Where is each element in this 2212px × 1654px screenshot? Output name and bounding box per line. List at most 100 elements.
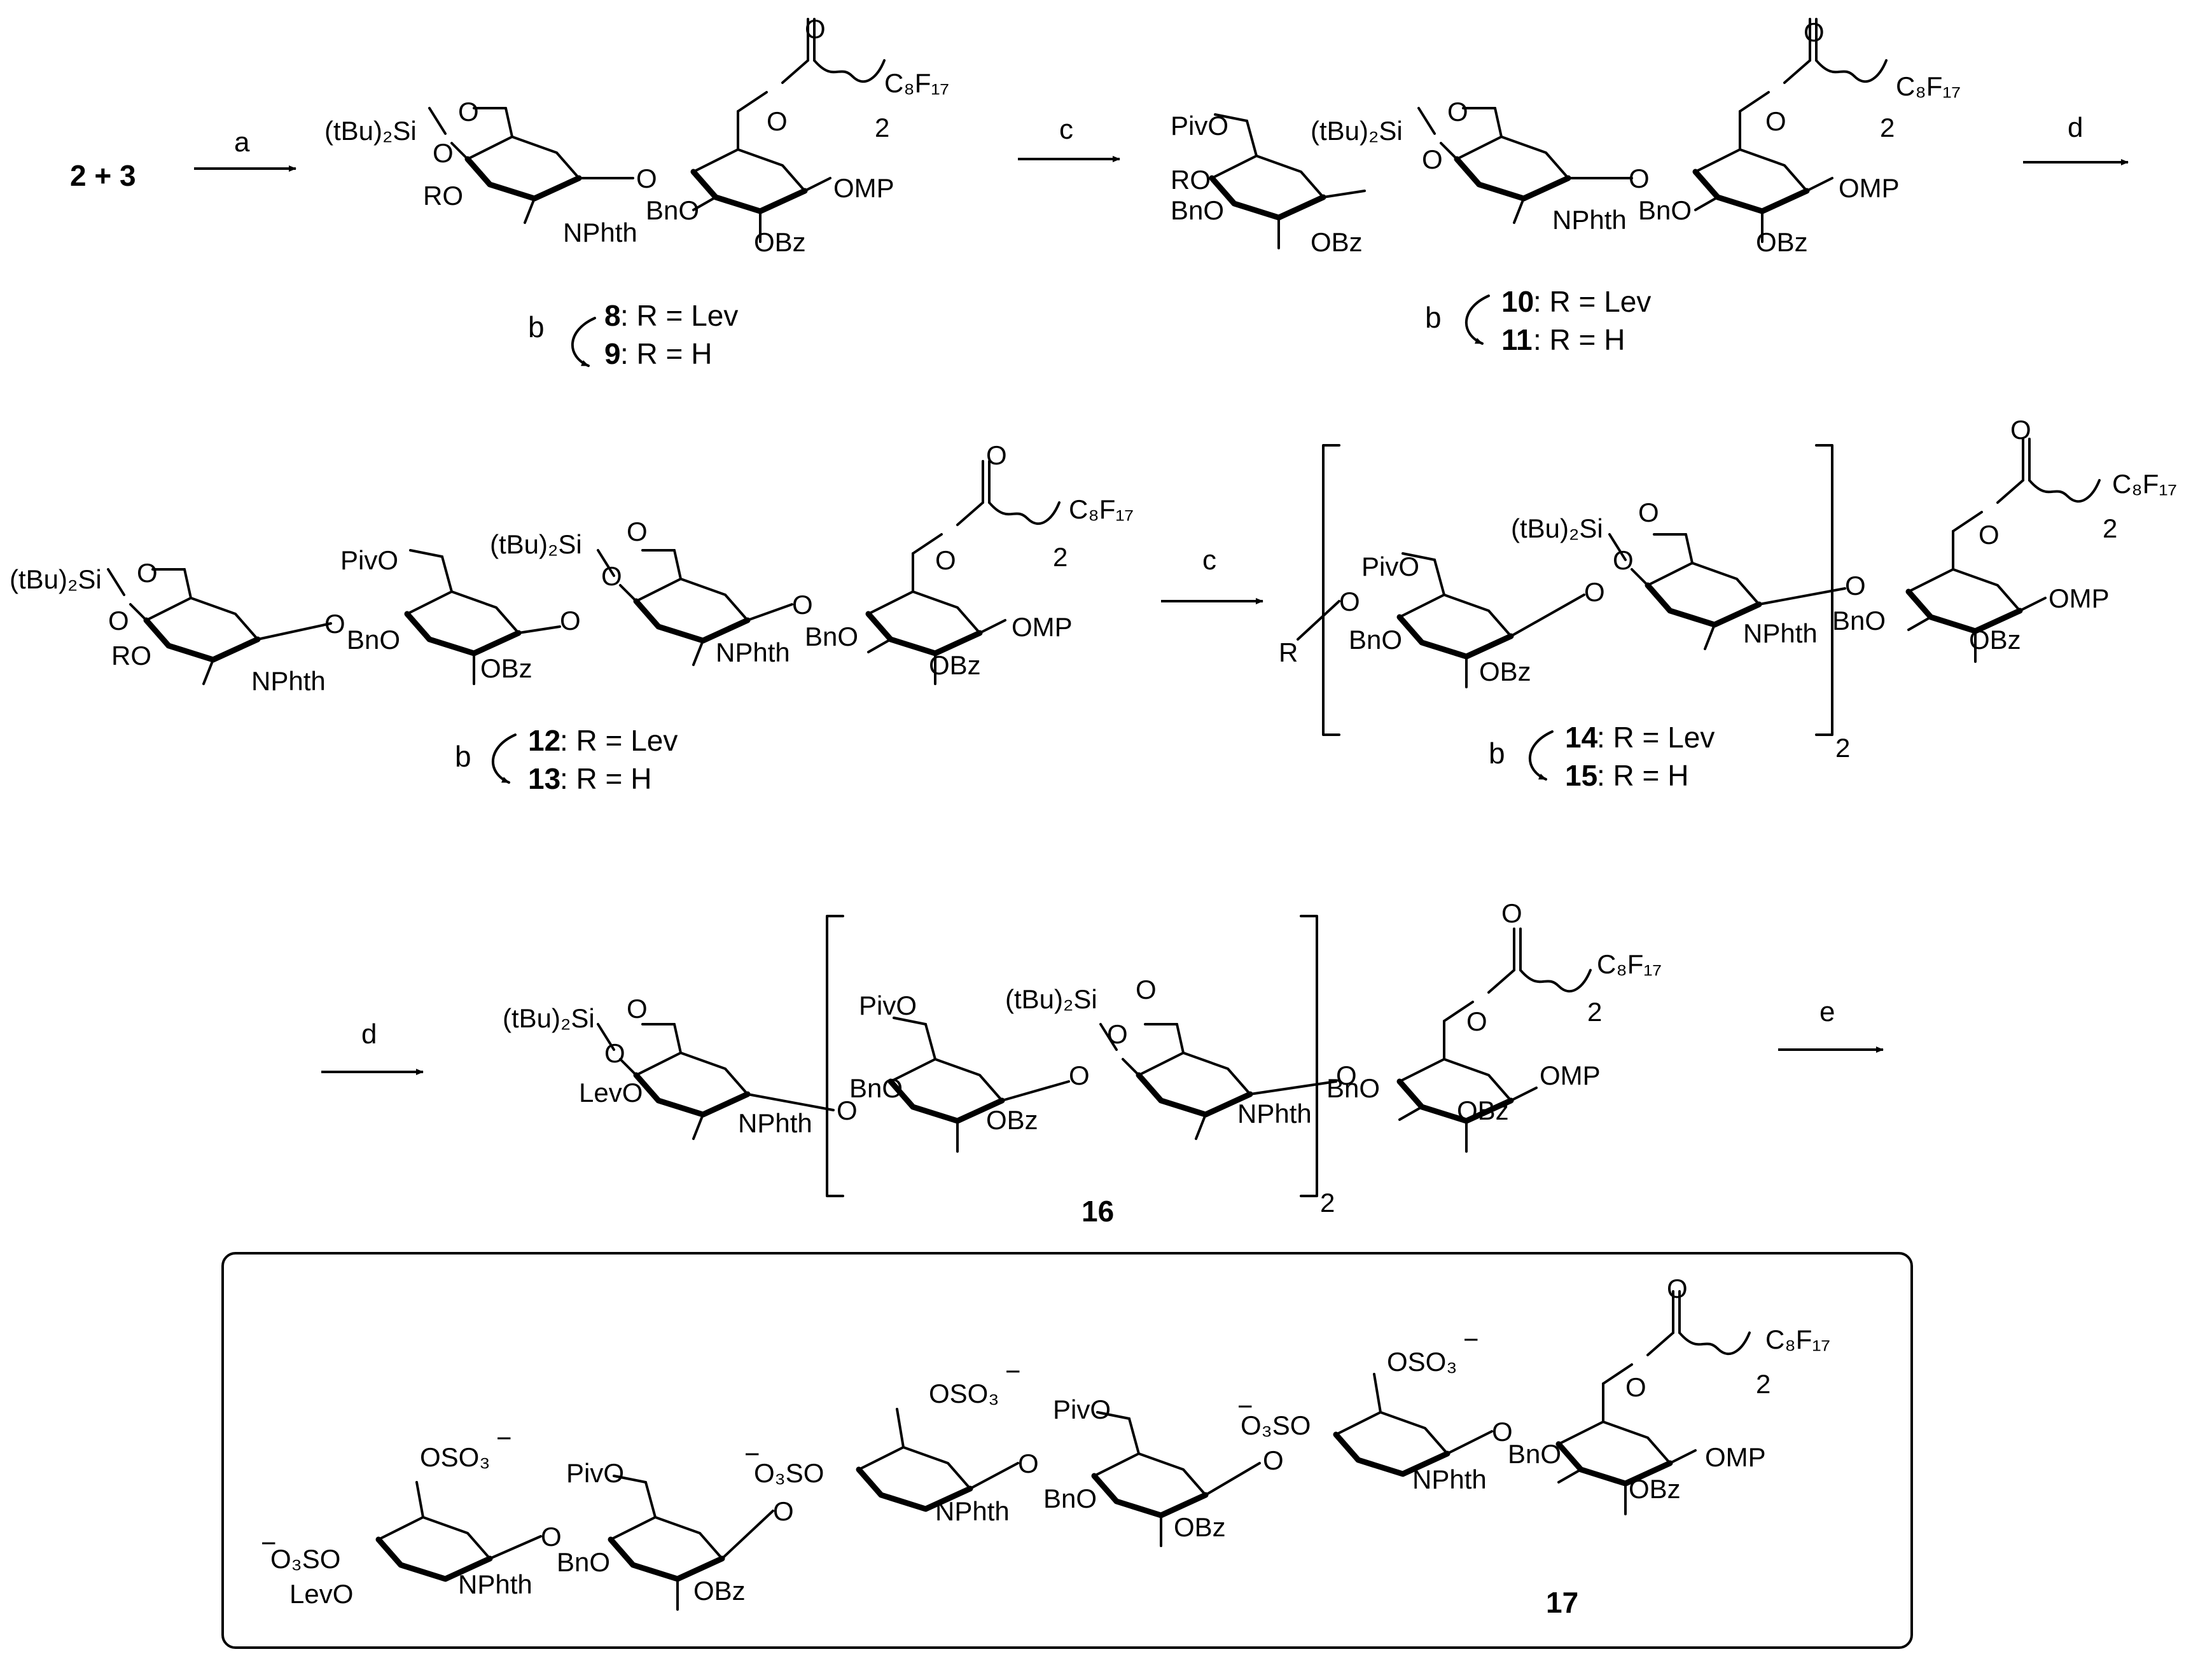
nphth-label: NPhth: [1743, 618, 1818, 648]
charge-label: −: [1005, 1356, 1021, 1386]
obz-label: OBz: [1969, 625, 2021, 655]
obz-label: OBz: [480, 653, 532, 683]
ring-o-label: O: [627, 994, 648, 1024]
ester-o-label: O: [1979, 520, 2000, 550]
glycosidic-o-label: O: [1339, 587, 1360, 616]
pivo-label: PivO: [1361, 552, 1419, 581]
chain-count-label: 2: [1756, 1369, 1770, 1399]
c8f17-label: C₈F₁₇: [1069, 494, 1134, 524]
nphth-label: NPhth: [1552, 205, 1627, 235]
c8f17-label: C₈F₁₇: [884, 68, 949, 98]
compound-14-number: 14: [1565, 721, 1598, 754]
chain-count-label: 2: [1053, 542, 1068, 572]
compound-8-r-text: : R = Lev: [620, 299, 738, 332]
omp-label: OMP: [833, 173, 894, 203]
ring-o-label: O: [137, 558, 158, 588]
obz-label: OBz: [929, 650, 981, 680]
o3so-label: O₃SO: [754, 1458, 824, 1488]
step-d-reagent-2: d: [361, 1018, 377, 1050]
nphth-label: NPhth: [563, 218, 637, 247]
levo-label: LevO: [289, 1579, 353, 1609]
compound-12-r-text: : R = Lev: [560, 724, 678, 757]
reactants-label: 2 + 3: [70, 159, 136, 192]
carbonyl-o-label: O: [1501, 898, 1522, 928]
c8f17-label: C₈F₁₇: [1597, 949, 1662, 979]
obz-label: OBz: [1311, 227, 1363, 257]
step-b-reagent: b: [1425, 301, 1442, 334]
ring-o-label: O: [604, 1038, 625, 1068]
ester-o-label: O: [1765, 106, 1786, 136]
compound-13-r-text: : R = H: [560, 762, 651, 795]
ring-o-label: O: [1447, 97, 1468, 127]
ring-o-label: O: [601, 561, 622, 591]
compound-16-number: 16: [1082, 1195, 1114, 1228]
pivo-label: PivO: [859, 990, 917, 1020]
charge-label: −: [261, 1528, 277, 1558]
ring-o-label: O: [458, 97, 479, 127]
bno-label: BnO: [557, 1547, 610, 1577]
compound-9-number: 9: [604, 337, 621, 370]
glycosidic-o-label: O: [324, 609, 345, 639]
chain-count-label: 2: [2103, 513, 2117, 543]
pivo-label: PivO: [340, 545, 398, 575]
glycosidic-o-label: O: [560, 606, 581, 636]
nphth-label: NPhth: [1412, 1464, 1487, 1494]
compound-10-structure: PivO RO BnO OBz (tBu)₂Si O O NPhth O BnO…: [1171, 17, 1961, 257]
omp-label: OMP: [1705, 1442, 1766, 1472]
glycosidic-o-label: O: [541, 1522, 562, 1552]
pivo-label: PivO: [566, 1458, 624, 1488]
obz-label: OBz: [1629, 1474, 1681, 1504]
step-b-reagent: b: [528, 310, 545, 344]
deprotection-arrow-14-15: [1529, 730, 1554, 781]
o3so-label: O₃SO: [270, 1544, 340, 1574]
bno-label: BnO: [347, 625, 400, 655]
glycosidic-o-label: O: [792, 590, 813, 620]
glycosidic-o-label: O: [636, 163, 657, 193]
step-c-reagent: c: [1059, 114, 1073, 145]
step-c-reagent-2: c: [1202, 545, 1216, 576]
step-a-reagent: a: [234, 127, 250, 158]
carbonyl-o-label: O: [1667, 1274, 1688, 1303]
ring-o-label: O: [1422, 144, 1443, 174]
obz-label: OBz: [693, 1576, 746, 1606]
compound-8-structure: (tBu)₂Si O O RO NPhth O BnO OBz OMP O O …: [324, 14, 949, 257]
carbonyl-o-label: O: [2010, 415, 2031, 445]
chain-count-label: 2: [875, 113, 889, 142]
bno-label: BnO: [646, 195, 699, 225]
omp-label: OMP: [1012, 612, 1073, 642]
deprotection-arrow-12-13: [492, 733, 517, 784]
compound-16-structure: (tBu)₂Si O O LevO NPhth O PivO BnO OBz O…: [503, 898, 1662, 1218]
glycosidic-o-label: O: [837, 1095, 858, 1125]
glycosidic-o-label: O: [1584, 577, 1605, 607]
nphth-label: NPhth: [1237, 1099, 1312, 1129]
nphth-label: NPhth: [935, 1496, 1010, 1526]
carbonyl-o-label: O: [805, 14, 826, 44]
step-b-reagent: b: [455, 740, 471, 773]
c8f17-label: C₈F₁₇: [1765, 1324, 1830, 1354]
pivo-label: PivO: [1171, 111, 1228, 141]
oso3-label: OSO₃: [1387, 1347, 1457, 1377]
chain-count-label: 2: [1587, 997, 1602, 1027]
compound-8-number: 8: [604, 299, 621, 332]
charge-label: −: [496, 1423, 512, 1453]
nphth-label: NPhth: [458, 1569, 532, 1599]
deprotection-arrow-8-9: [571, 317, 596, 367]
charge-label: −: [1463, 1324, 1479, 1354]
compound-12-structure: (tBu)₂Si O O RO NPhth O PivO BnO OBz O (…: [10, 440, 1134, 696]
compound-17-structure: − O₃SO LevO OSO₃ − NPhth O PivO BnO OBz …: [261, 1274, 1830, 1609]
glycosidic-o-label: O: [1018, 1449, 1039, 1478]
omp-label: OMP: [1839, 173, 1900, 203]
obz-label: OBz: [986, 1105, 1038, 1135]
glycosidic-o-label: O: [1263, 1445, 1284, 1475]
glycosidic-o-label: O: [1336, 1060, 1357, 1090]
charge-label: −: [1237, 1391, 1253, 1421]
bno-label: BnO: [1349, 625, 1402, 655]
bno-label: BnO: [1832, 606, 1886, 636]
levo-label: LevO: [579, 1078, 643, 1108]
tbu-si-label: (tBu)₂Si: [1311, 116, 1403, 146]
c8f17-label: C₈F₁₇: [1896, 71, 1961, 101]
oso3-label: OSO₃: [420, 1442, 490, 1472]
obz-label: OBz: [1756, 227, 1808, 257]
bno-label: BnO: [1326, 1073, 1380, 1103]
tbu-si-label: (tBu)₂Si: [490, 529, 582, 559]
